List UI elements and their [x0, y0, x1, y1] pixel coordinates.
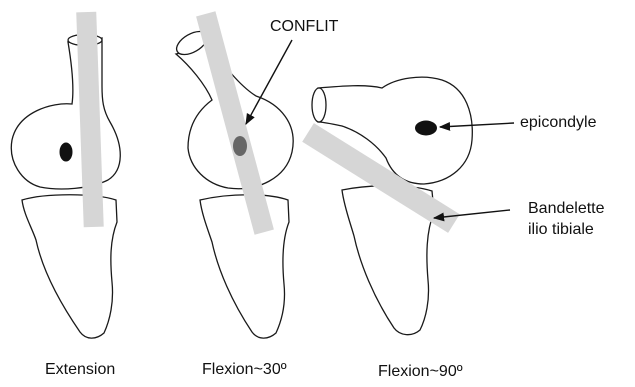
iliotibial-band-label-line2: ilio tibiale [528, 221, 594, 238]
iliotibial-band-label-line1: Bandelette [528, 200, 605, 217]
femur-shaft-end-flexion90 [312, 88, 326, 122]
epicondyle-label: epicondyle [520, 114, 597, 131]
knee-flexion30-figure [173, 11, 293, 338]
femur-extension [11, 38, 120, 189]
caption-flexion30: Flexion~30º [202, 361, 287, 378]
knee-extension-figure [11, 12, 120, 338]
epicondyle-extension [60, 143, 73, 162]
epicondyle-flexion30 [233, 136, 247, 156]
knee-flexion90-figure [302, 77, 472, 335]
caption-flexion90: Flexion~90º [378, 363, 463, 380]
caption-extension: Extension [45, 361, 115, 378]
conflict-label: CONFLIT [270, 18, 339, 35]
tibia-flexion30 [200, 195, 289, 338]
femur-flexion90 [318, 77, 472, 184]
epicondyle-flexion90 [415, 121, 437, 136]
